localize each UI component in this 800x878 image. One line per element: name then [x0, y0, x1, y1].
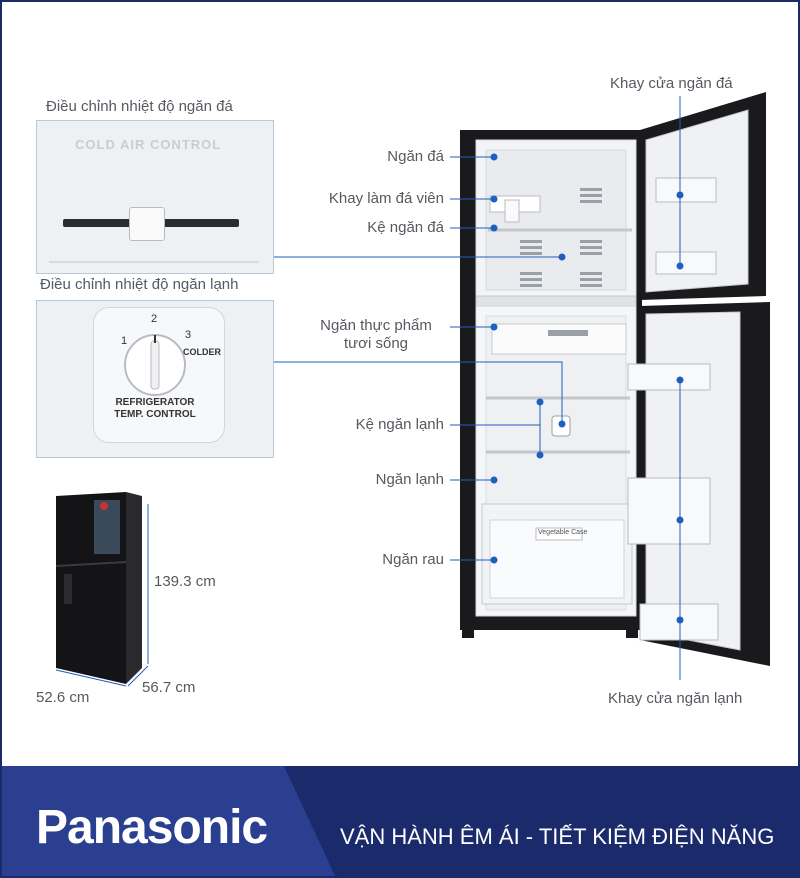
fridge-thumbnail: [55, 492, 142, 684]
label-fridge-shelf: Kệ ngăn lạnh: [355, 416, 444, 433]
dial-number-2: 2: [151, 313, 158, 325]
cold-air-control-text: COLD AIR CONTROL: [75, 137, 222, 152]
dial-number-1: 1: [121, 335, 128, 347]
fridge-control-title: Điều chỉnh nhiệt độ ngăn lạnh: [40, 276, 239, 293]
fresh-drawer: [491, 323, 627, 355]
fridge-door-tray-1: [627, 363, 711, 391]
dimension-depth: 56.7 cm: [142, 679, 196, 696]
dial-label-line2: TEMP. CONTROL: [114, 409, 196, 420]
fridge-door-tray-2: [627, 477, 711, 545]
label-fridge: Ngăn lạnh: [375, 471, 444, 488]
freezer-slider-handle[interactable]: [129, 207, 165, 241]
brand-logo: Panasonic: [36, 801, 268, 854]
label-freezer-shelf: Kệ ngăn đá: [367, 219, 444, 236]
freezer-door-tray-2: [655, 251, 717, 275]
bottom-banner: [0, 766, 800, 878]
freezer-control-title: Điều chỉnh nhiệt độ ngăn đá: [46, 98, 233, 115]
label-fridge-door-tray: Khay cửa ngăn lạnh: [608, 690, 743, 707]
label-ice-tray: Khay làm đá viên: [328, 190, 444, 207]
label-fresh-line1: Ngăn thực phẩm: [320, 317, 432, 334]
dial-colder: COLDER: [183, 347, 221, 357]
callout-dots: [490, 153, 684, 624]
slogan: VẬN HÀNH ÊM ÁI - TIẾT KIỆM ĐIỆN NĂNG: [340, 824, 775, 849]
label-vegetable: Ngăn rau: [382, 551, 444, 568]
dimension-height: 139.3 cm: [154, 573, 216, 590]
label-freezer: Ngăn đá: [387, 148, 444, 165]
fridge-control-panel: 1 2 3 COLDER REFRIGERATOR TEMP. CONTROL: [36, 300, 274, 458]
leader-lines: [55, 96, 681, 687]
dial-number-3: 3: [185, 329, 192, 341]
dial-label-line1: REFRIGERATOR: [115, 397, 195, 408]
freezer-vents: [520, 188, 602, 287]
label-fresh-line2: tươi sống: [343, 335, 409, 352]
label-freezer-door-tray: Khay cửa ngăn đá: [610, 75, 733, 92]
freezer-control-panel: COLD AIR CONTROL: [36, 120, 274, 274]
vegetable-case-text: Vegetable Case: [538, 529, 588, 536]
dimension-width: 52.6 cm: [36, 689, 90, 706]
freezer-door-tray-1: [655, 177, 717, 203]
label-fresh-compartment: Ngăn thực phẩm tươi sống: [306, 317, 446, 353]
